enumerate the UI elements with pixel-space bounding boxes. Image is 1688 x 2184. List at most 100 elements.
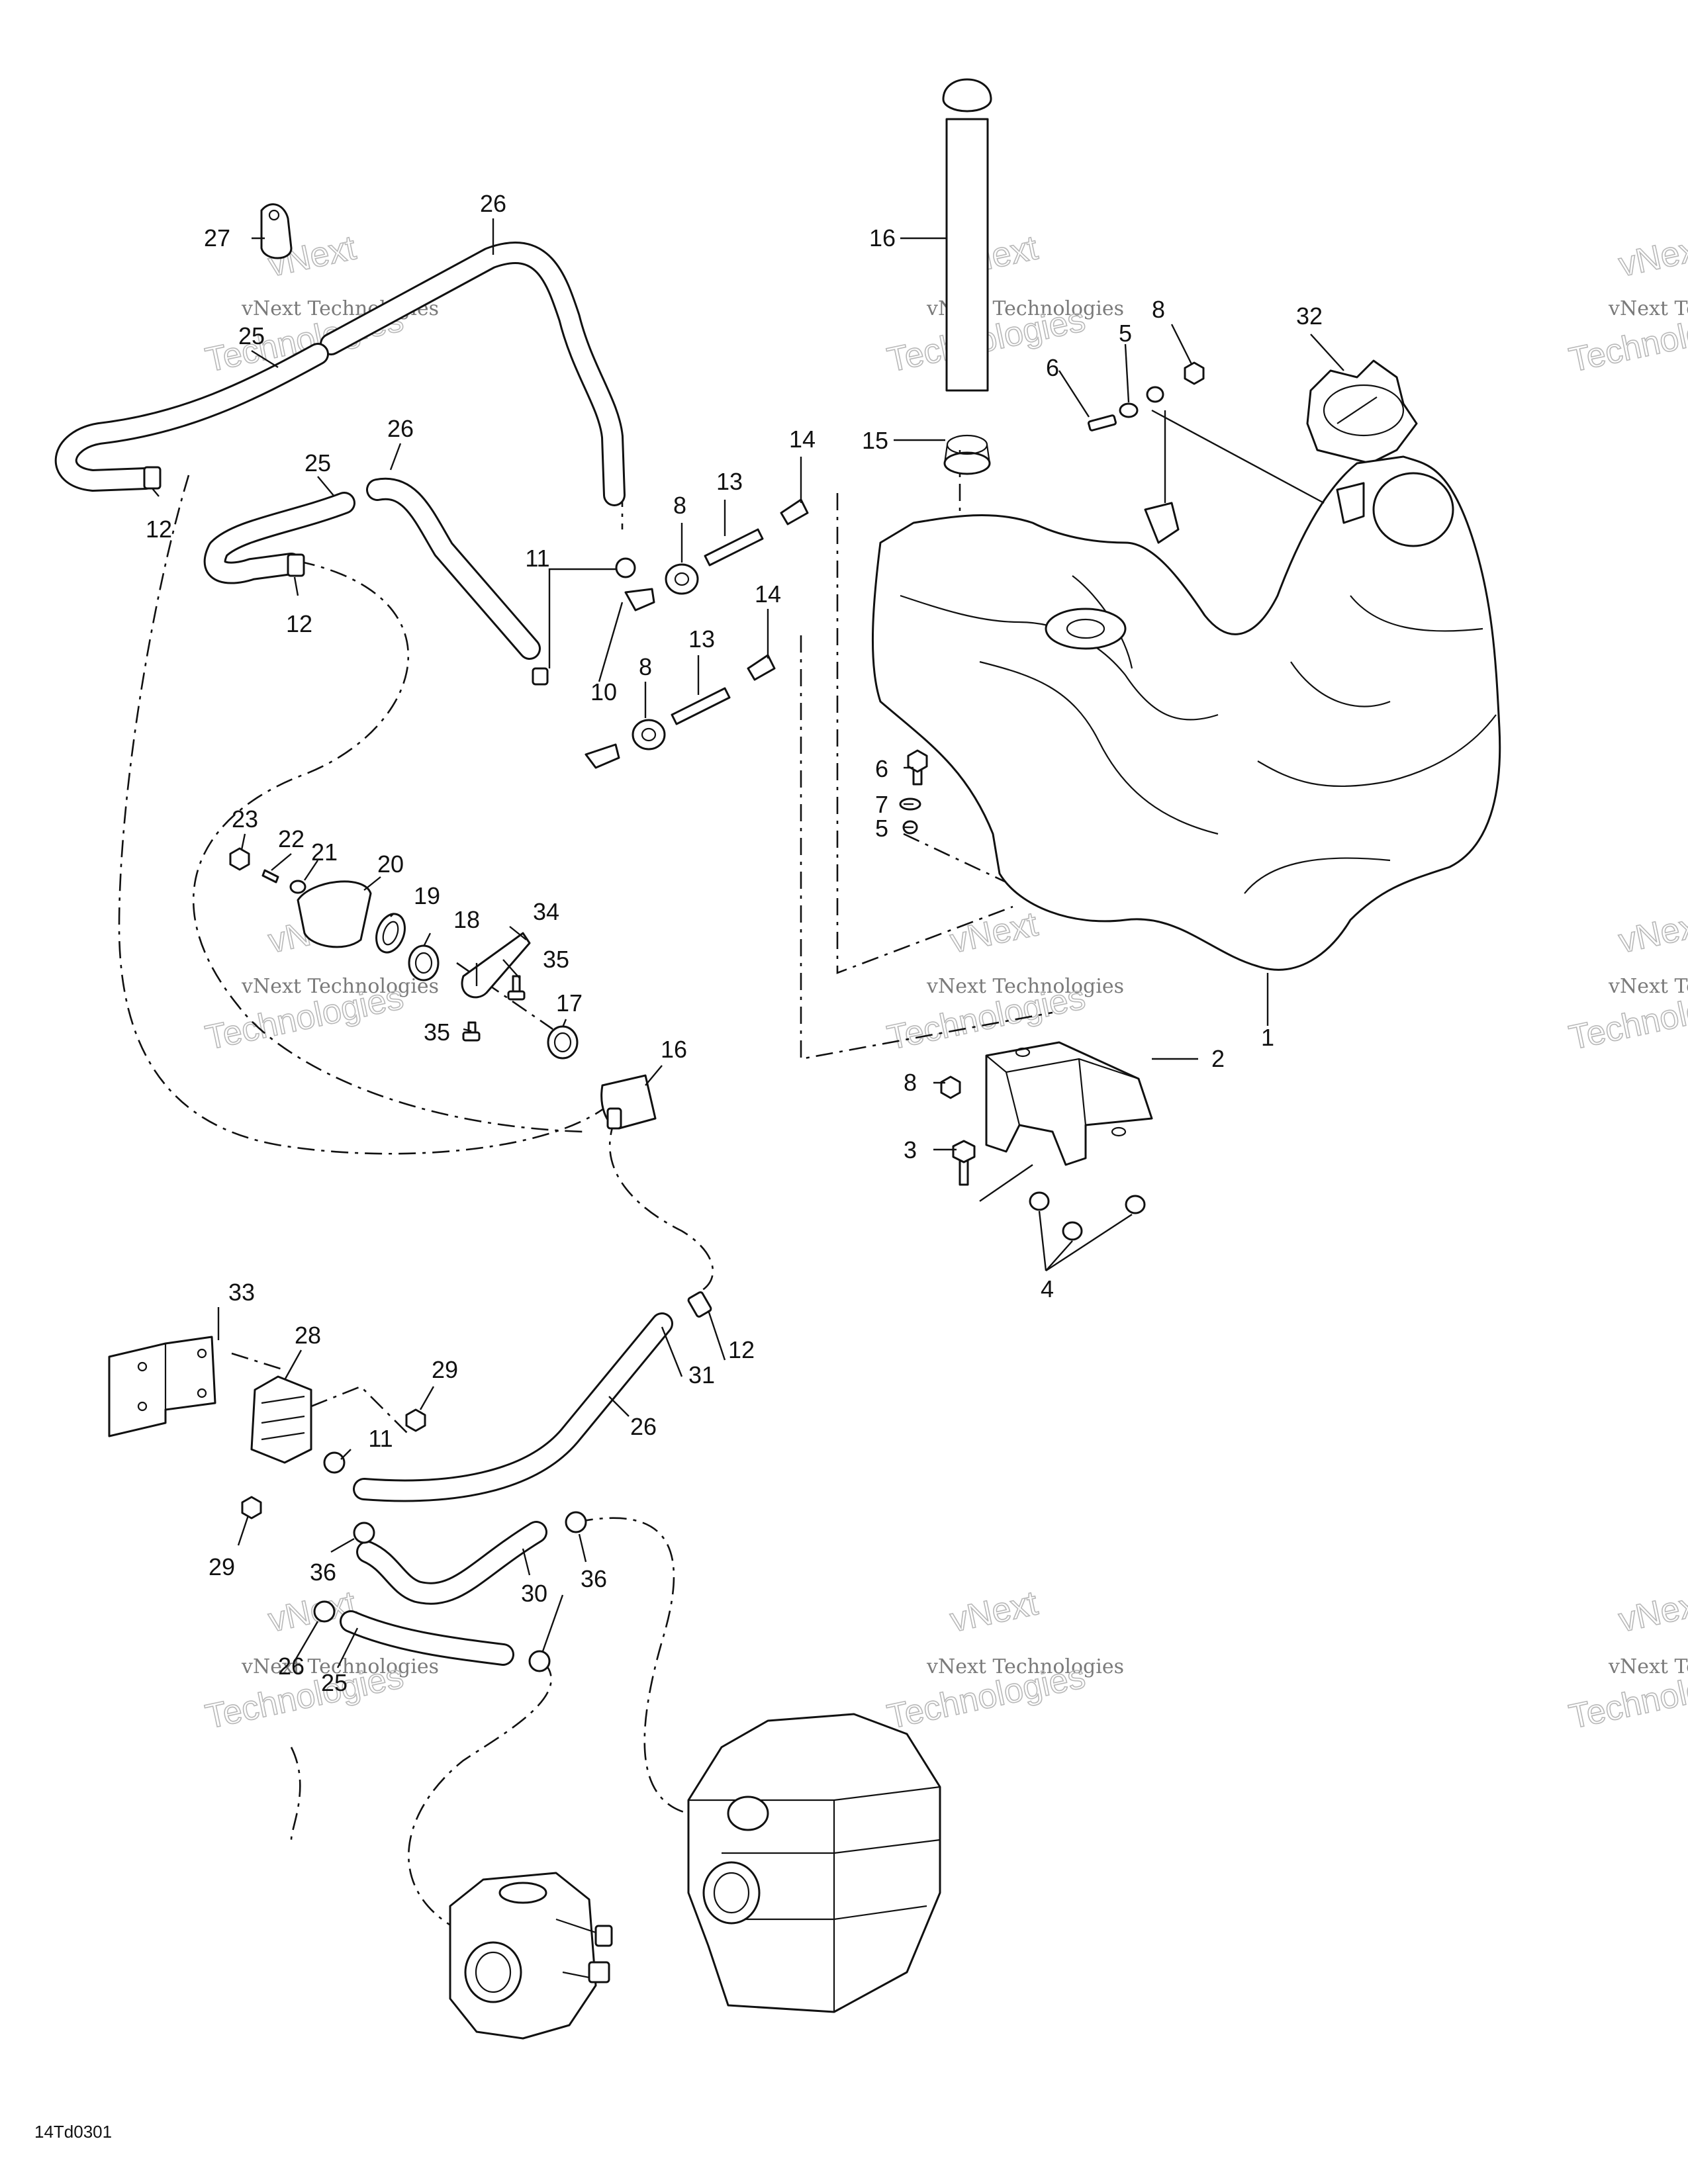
watermark: vNext vNext Technologies Technologies xyxy=(884,228,1124,380)
screw-35-a xyxy=(507,975,526,1001)
callout-5: 5 xyxy=(1119,320,1132,347)
callout-14: 14 xyxy=(755,580,781,608)
screw-23 xyxy=(261,869,279,884)
nut-29-b xyxy=(241,1496,262,1520)
callout-9: 8 xyxy=(673,492,686,519)
filler-neck-16 xyxy=(942,78,992,392)
hose-25-lower xyxy=(340,1610,514,1666)
fitting-14-b xyxy=(747,654,776,681)
callout-34: 34 xyxy=(533,898,559,925)
callout-29: 29 xyxy=(432,1356,458,1383)
callout-36: 36 xyxy=(581,1565,607,1592)
bolt-3 xyxy=(952,1140,976,1186)
callout-26: 26 xyxy=(630,1413,657,1440)
clamp-12-b xyxy=(287,553,305,577)
clamp-36-d xyxy=(528,1650,551,1672)
svg-text:vNext: vNext xyxy=(1615,1584,1688,1639)
callout-2: 2 xyxy=(1211,1045,1225,1072)
svg-text:vNext Technologies: vNext Technologies xyxy=(1608,1655,1688,1678)
grommet-15 xyxy=(943,434,991,475)
callout-labels: 27 26 25 12 26 25 12 11 10 8 8 13 13 14 … xyxy=(34,190,1323,2142)
grommet-9-b xyxy=(632,719,666,751)
callout-25: 25 xyxy=(238,322,265,349)
svg-text:vNext Technologies: vNext Technologies xyxy=(241,975,439,998)
callout-26: 26 xyxy=(387,415,414,442)
nut-29-a xyxy=(405,1408,426,1432)
callout-16: 16 xyxy=(869,224,896,251)
callout-11: 11 xyxy=(525,545,549,572)
callout-14: 14 xyxy=(789,426,816,453)
bolt-6-top xyxy=(1088,414,1117,432)
callout-21: 20 xyxy=(377,850,404,878)
callout-23: 22 xyxy=(278,825,305,852)
grommets-4 xyxy=(1029,1191,1146,1241)
callout-1: 1 xyxy=(1261,1024,1274,1051)
callout-11: 11 xyxy=(368,1425,393,1452)
callout-13: 13 xyxy=(688,625,715,653)
grommet-9-a xyxy=(665,563,699,595)
watermark-group: vNext vNext Technologies Technologies vN… xyxy=(202,228,1688,1737)
clamp-36-c xyxy=(313,1600,336,1623)
washer-22 xyxy=(289,880,306,894)
hose-25-upper xyxy=(54,343,329,492)
fitting-11-c xyxy=(323,1451,346,1474)
clamp-12-c xyxy=(687,1291,712,1318)
hose-26-mid xyxy=(366,477,541,660)
callout-6: 6 xyxy=(875,755,888,782)
watermark: vNext vNext Technologies Technologies xyxy=(1566,904,1688,1058)
valve-17 xyxy=(600,1074,657,1130)
drawing-code: 14Td0301 xyxy=(34,2122,112,2142)
hose-26-lower xyxy=(353,1312,673,1502)
hose-25-mid xyxy=(203,492,355,584)
elbow-10-b xyxy=(585,743,620,769)
bolt-6-lower xyxy=(907,749,928,786)
carburetor xyxy=(449,1872,613,2040)
callout-18: 17 xyxy=(556,989,583,1017)
callout-7: 7 xyxy=(875,791,888,818)
callout-8: 8 xyxy=(904,1069,917,1096)
callout-15: 15 xyxy=(862,427,888,454)
callout-12: 12 xyxy=(286,610,312,637)
nut-24 xyxy=(229,847,250,871)
callout-32: 32 xyxy=(1296,302,1323,330)
callout-28: 28 xyxy=(295,1322,321,1349)
leader-lines xyxy=(152,218,1344,1668)
clamp-21 xyxy=(297,880,372,948)
callout-19: 18 xyxy=(453,906,480,933)
callout-13: 13 xyxy=(716,468,743,495)
svg-text:vNext: vNext xyxy=(1615,905,1688,960)
bracket-34 xyxy=(461,932,531,999)
svg-text:vNext Technologies: vNext Technologies xyxy=(241,1655,439,1678)
svg-text:vNext Technologies: vNext Technologies xyxy=(1608,975,1688,998)
callout-25: 25 xyxy=(321,1669,348,1696)
screw-35-b xyxy=(462,1021,481,1042)
fitting-11-b xyxy=(532,667,549,686)
nut-8-lower xyxy=(940,1075,961,1099)
svg-text:vNext Technologies: vNext Technologies xyxy=(926,1655,1124,1678)
svg-text:vNext Technologies: vNext Technologies xyxy=(1608,297,1688,320)
hose-26-upper xyxy=(320,242,626,506)
callout-36: 36 xyxy=(310,1559,336,1586)
callout-20: 19 xyxy=(414,882,440,909)
watermark: vNext vNext Technologies Technologies xyxy=(884,904,1124,1058)
engine xyxy=(687,1713,941,2013)
callout-25: 25 xyxy=(305,449,331,477)
fuel-tank-1 xyxy=(871,455,1501,971)
watermark: vNext vNext Technologies Technologies xyxy=(1566,228,1688,380)
watermark: vNext vNext Technologies Technologies xyxy=(1566,1583,1688,1737)
callout-29: 29 xyxy=(209,1553,235,1580)
callout-33: 33 xyxy=(228,1279,255,1306)
fitting-14-a xyxy=(780,498,809,525)
elbow-10-a xyxy=(624,588,655,612)
fitting-11-a xyxy=(615,557,636,578)
callout-26: 26 xyxy=(480,190,506,217)
tube-13-b xyxy=(671,687,731,725)
callout-12: 12 xyxy=(146,516,172,543)
clamp-36-b xyxy=(565,1511,587,1533)
callout-22: 21 xyxy=(311,839,338,866)
nut-5-top xyxy=(1146,386,1164,403)
fuel-cap-32 xyxy=(1306,359,1418,465)
callout-5: 5 xyxy=(875,815,888,842)
